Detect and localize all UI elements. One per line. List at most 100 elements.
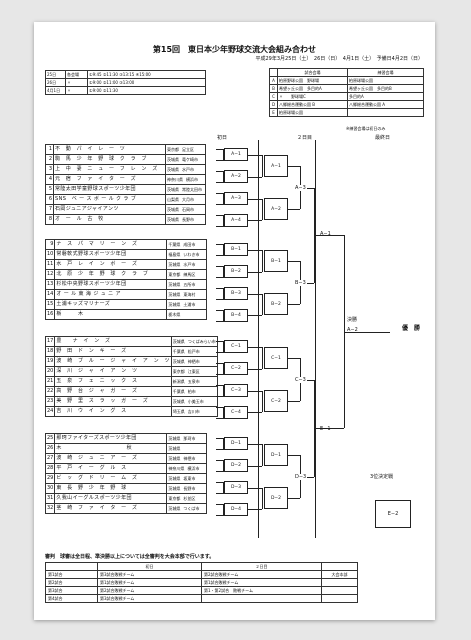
team-number: 17 [44, 336, 56, 347]
bracket-line [216, 193, 224, 194]
bracket-line [262, 154, 263, 177]
team-number: 29 [44, 473, 56, 484]
umpire-cell: 第2試合敗戦チーム [201, 570, 322, 579]
team-location: 茨城県水戸市 [166, 259, 208, 270]
team-number: 26 [44, 443, 56, 454]
umpire-cell [321, 594, 358, 603]
team-prefecture: 茨城県 [167, 217, 179, 222]
schedule-cell: 各会場 [65, 70, 88, 79]
team-prefecture: 茨城県 [168, 446, 181, 451]
team-location: 千葉県柏市 [170, 386, 218, 397]
venue-cell: 柏原野球公園 野球場 [277, 76, 348, 85]
team-city: 五泉市 [187, 379, 200, 384]
bracket-line [288, 357, 300, 359]
venue-header-practice: 練習会場 [347, 68, 424, 77]
bracket-line [223, 503, 224, 515]
team-city: 横浜市 [187, 466, 200, 471]
bracket-line [248, 390, 262, 392]
team-prefecture: 茨城県 [168, 292, 181, 297]
bracket-line [248, 176, 262, 178]
schedule-cell: ①9:45 ②11:30 ③13:15 ④15:00 [87, 70, 206, 79]
bracket-line [344, 331, 390, 333]
bracket-line [216, 417, 224, 419]
team-city: 坂東市 [183, 476, 196, 481]
venue-cell: A [269, 76, 278, 85]
bracket-line [216, 255, 224, 257]
bracket-line [216, 309, 224, 311]
team-number: 13 [44, 279, 56, 290]
team-location: 千葉県成田市 [166, 239, 208, 250]
team-city: つくばみらい市 [187, 339, 216, 344]
bracket-line [248, 293, 262, 295]
team-name: 久我山イーグルスポーツ少年団 [54, 493, 168, 504]
umpire-header-cell [321, 562, 358, 571]
schedule-cell: 4月1日 [45, 86, 66, 95]
bracket-line [223, 266, 224, 278]
venue-cell: 八郷総合運動公園 A [347, 100, 424, 109]
schedule-cell: 〃 [65, 86, 88, 95]
schedule-cell: ①9:00 ②11:30 [87, 86, 206, 95]
match-label-round3: A−3 [294, 184, 307, 191]
bracket-line [248, 487, 262, 489]
bracket-line [288, 165, 300, 167]
bracket-line [248, 198, 262, 200]
team-location: 茨城県竜ケ崎市 [165, 154, 206, 165]
bracket-line [216, 341, 224, 343]
team-city: 五所市 [183, 282, 196, 287]
team-city: 土浦市 [183, 302, 196, 307]
bracket-line [216, 266, 224, 267]
team-location: 栃木県 [166, 309, 208, 320]
umpire-cell [321, 578, 358, 587]
tournament-dates: 平成29年3月25日（土） 26日（日） 4月1日（土） 予備日4月2日（日） [255, 56, 424, 62]
umpire-header-cell [45, 562, 98, 571]
bracket-line [300, 379, 314, 381]
team-prefecture: 茨城県 [172, 359, 185, 364]
bracket-line [216, 395, 224, 397]
umpire-cell: 第1・第2試合 敗戦チーム [201, 586, 322, 595]
team-prefecture: 千葉県 [172, 389, 185, 394]
bracket-line [216, 352, 224, 354]
team-prefecture: 神奈川県 [168, 466, 185, 471]
bracket-line [216, 288, 224, 289]
team-prefecture: 茨城県 [168, 506, 181, 511]
match-box-round1: D−3 [224, 481, 248, 494]
bracket-line [216, 471, 224, 472]
team-prefecture: 茨城県 [168, 476, 181, 481]
final-code: A−2 [347, 327, 358, 333]
bracket-line [262, 198, 263, 221]
team-number: 30 [44, 483, 56, 494]
team-name: 美 野 里 ス ラ ッ ガ ー ズ [54, 396, 172, 407]
team-city: 水戸市 [182, 167, 194, 172]
team-location: 茨城県神栖市 [170, 356, 218, 367]
bracket-line [216, 460, 224, 461]
bracket-line [216, 320, 224, 322]
team-city: 東海村 [183, 292, 196, 297]
page-title: 第15回 東日本少年野球交流大会組み合わせ [152, 45, 317, 54]
bracket-line [216, 149, 224, 151]
team-prefecture: 茨城県 [172, 339, 185, 344]
team-name: ナ ス パ マ リ ー ン ズ [54, 239, 168, 250]
team-prefecture: 千葉県 [168, 242, 181, 247]
venue-cell: C [269, 92, 278, 101]
team-name: 常陸太田学童野球スポーツ少年団 [53, 184, 166, 195]
match-box-round1: A−3 [224, 192, 248, 205]
team-prefecture: 茨城県 [167, 207, 179, 212]
team-location: 埼玉県吉川市 [170, 406, 218, 417]
bracket-line [216, 298, 224, 300]
bracket-line [216, 374, 224, 375]
team-name: 常磐軟式野球スポーツ少年団 [54, 249, 168, 260]
team-number: 8 [45, 214, 54, 225]
team-prefecture: 山梨県 [167, 197, 179, 202]
team-name: ビ ッ グ ド リ ー ム ズ [54, 473, 168, 484]
umpire-row: 第3試合第2試合敗戦チーム第1・第2試合 敗戦チーム [45, 586, 358, 595]
